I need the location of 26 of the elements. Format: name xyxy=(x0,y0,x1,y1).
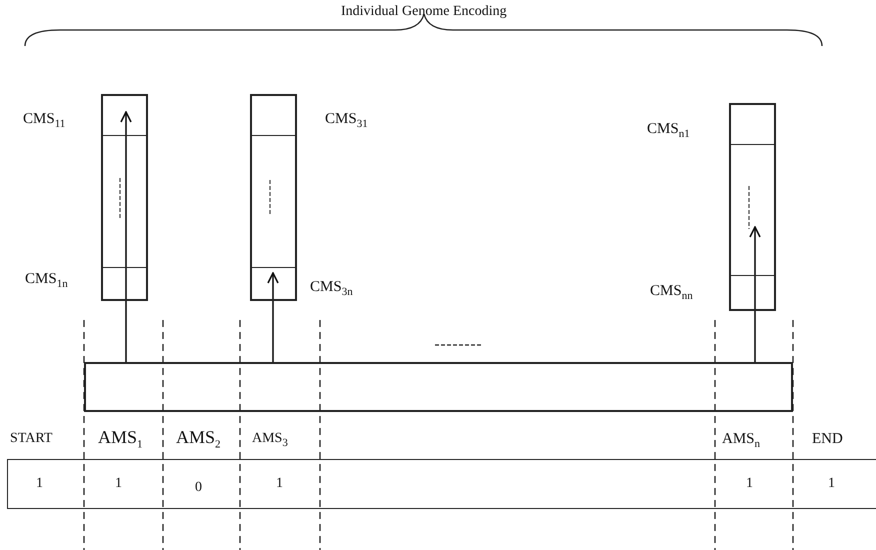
arrow xyxy=(267,272,279,362)
arrow xyxy=(120,111,132,362)
column-header: AMS$_{n}$ xyxy=(722,432,760,450)
column-header: AMS$_{2}$ xyxy=(176,428,221,451)
cell-value: 1 xyxy=(746,477,753,491)
cell-value: 0 xyxy=(195,481,202,495)
column-rectangle xyxy=(101,94,148,301)
column-header: AMS$_{1}$ xyxy=(98,428,143,451)
cell-label: CMS$_{1n}$ xyxy=(25,272,68,290)
cell-value: 1 xyxy=(828,477,835,491)
column-header: END xyxy=(812,432,843,447)
cell-label: CMS$_{3n}$ xyxy=(310,280,353,298)
column-header: START xyxy=(10,432,52,446)
cell-label: CMS$_{nn}$ xyxy=(650,284,693,302)
column-rectangle xyxy=(250,94,297,301)
cell-value: 1 xyxy=(115,477,122,491)
arrow xyxy=(749,226,761,362)
cell-value: 1 xyxy=(276,477,283,491)
diagram-title: Individual Genome Encoding xyxy=(341,5,507,19)
cell-label: CMS$_{31}$ xyxy=(325,112,368,130)
cell-label: CMS$_{n1}$ xyxy=(647,122,690,140)
column-rectangle xyxy=(729,103,776,311)
column-header: AMS$_{3}$ xyxy=(252,432,288,449)
cell-label: CMS$_{11}$ xyxy=(23,112,66,130)
cell-value: 1 xyxy=(36,477,43,491)
bar-rectangle xyxy=(84,362,793,412)
